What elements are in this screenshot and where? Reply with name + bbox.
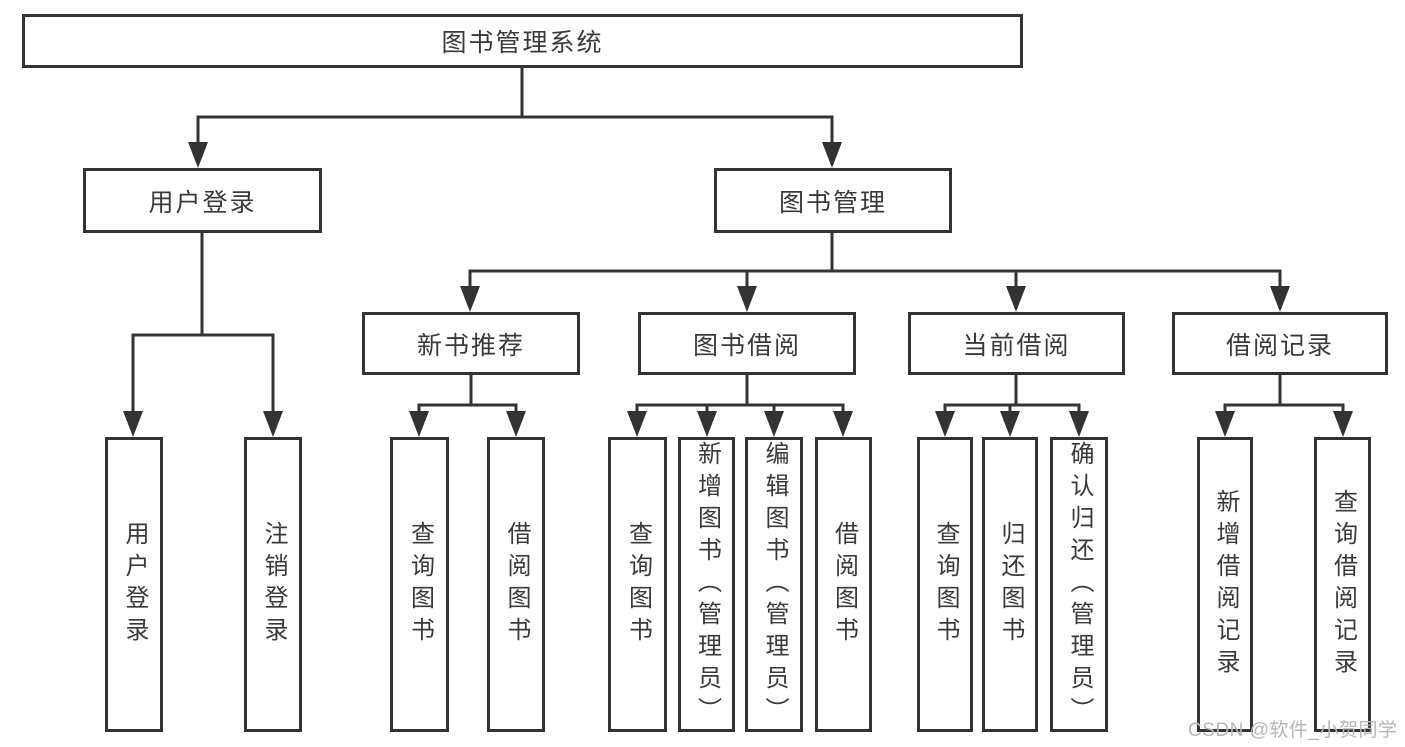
node-leaf-logout: 注销登录 <box>244 437 302 732</box>
node-leaf-search-books-3: 查询图书 <box>917 437 973 732</box>
node-current-borrowing: 当前借阅 <box>908 312 1125 375</box>
node-leaf-add-borrow-record: 新增借阅记录 <box>1197 437 1253 732</box>
node-leaf-user-login-label: 用户登录 <box>121 520 148 649</box>
connector-records-to-leaves <box>1223 375 1345 415</box>
node-book-borrowing-label: 图书借阅 <box>692 331 801 360</box>
node-leaf-borrow-books-1-label: 借阅图书 <box>503 520 530 649</box>
node-leaf-confirm-return-admin-label: 确认归还（管理员） <box>1066 440 1093 729</box>
node-leaf-confirm-return-admin: 确认归还（管理员） <box>1050 437 1108 732</box>
node-new-book-recommendation: 新书推荐 <box>362 312 580 375</box>
arrowhead-icon <box>1069 411 1089 437</box>
connector-root-to-level2 <box>196 68 834 147</box>
node-current-borrowing-label: 当前借阅 <box>962 331 1071 360</box>
node-leaf-return-books-label: 归还图书 <box>997 520 1024 649</box>
node-leaf-search-borrow-record: 查询借阅记录 <box>1314 437 1371 732</box>
connector-mgmt-to-level3 <box>468 233 1282 290</box>
node-leaf-add-books-admin-label: 新增图书（管理员） <box>693 440 721 729</box>
node-leaf-search-books-3-label: 查询图书 <box>932 520 959 649</box>
arrowhead-icon <box>1270 286 1290 312</box>
node-leaf-search-books-1: 查询图书 <box>390 437 449 732</box>
arrowhead-icon <box>460 286 480 312</box>
node-leaf-add-borrow-record-label: 新增借阅记录 <box>1212 488 1239 681</box>
connector-borrow-to-leaves <box>635 375 845 415</box>
node-leaf-borrow-books-2-label: 借阅图书 <box>830 520 858 649</box>
node-leaf-search-books-2-label: 查询图书 <box>624 520 652 649</box>
node-leaf-search-books-1-label: 查询图书 <box>406 520 434 649</box>
node-leaf-edit-books-admin: 编辑图书（管理员） <box>745 437 803 732</box>
arrowhead-icon <box>935 411 955 437</box>
arrowhead-icon <box>506 411 526 437</box>
node-leaf-add-books-admin: 新增图书（管理员） <box>678 437 735 732</box>
node-new-book-recommendation-label: 新书推荐 <box>416 331 525 360</box>
node-book-management-label: 图书管理 <box>778 188 887 217</box>
node-borrowing-records: 借阅记录 <box>1172 312 1388 375</box>
arrowhead-icon <box>1333 411 1353 437</box>
node-borrowing-records-label: 借阅记录 <box>1225 331 1334 360</box>
arrowhead-icon <box>737 286 757 312</box>
node-user-login-label: 用户登录 <box>148 188 257 217</box>
arrowhead-icon <box>822 142 842 168</box>
arrowhead-icon <box>1215 411 1235 437</box>
connector-login-to-leaves <box>131 233 275 415</box>
arrowhead-icon <box>123 411 143 437</box>
node-book-borrowing: 图书借阅 <box>638 312 856 375</box>
connector-current-to-leaves <box>943 375 1081 415</box>
node-leaf-user-login: 用户登录 <box>105 437 163 732</box>
node-user-login: 用户登录 <box>83 168 322 233</box>
node-book-management: 图书管理 <box>714 168 952 233</box>
connector-newbook-to-leaves <box>417 375 518 415</box>
arrowhead-icon <box>697 411 717 437</box>
node-leaf-return-books: 归还图书 <box>982 437 1038 732</box>
node-leaf-search-borrow-record-label: 查询借阅记录 <box>1329 488 1357 681</box>
arrowhead-icon <box>627 411 647 437</box>
arrowhead-icon <box>1000 411 1020 437</box>
arrowhead-icon <box>764 411 784 437</box>
arrowhead-icon <box>188 142 208 168</box>
node-leaf-borrow-books-2: 借阅图书 <box>815 437 872 732</box>
arrowhead-icon <box>833 411 853 437</box>
node-leaf-search-books-2: 查询图书 <box>608 437 667 732</box>
watermark-text: CSDN @软件_小贺同学 <box>1188 720 1398 741</box>
node-root: 图书管理系统 <box>22 14 1023 68</box>
node-leaf-borrow-books-1: 借阅图书 <box>487 437 545 732</box>
arrowhead-icon <box>263 411 283 437</box>
node-leaf-edit-books-admin-label: 编辑图书（管理员） <box>761 440 788 729</box>
node-root-label: 图书管理系统 <box>441 29 604 57</box>
arrowhead-icon <box>409 411 429 437</box>
node-leaf-logout-label: 注销登录 <box>260 520 287 649</box>
arrowhead-icon <box>1006 286 1026 312</box>
